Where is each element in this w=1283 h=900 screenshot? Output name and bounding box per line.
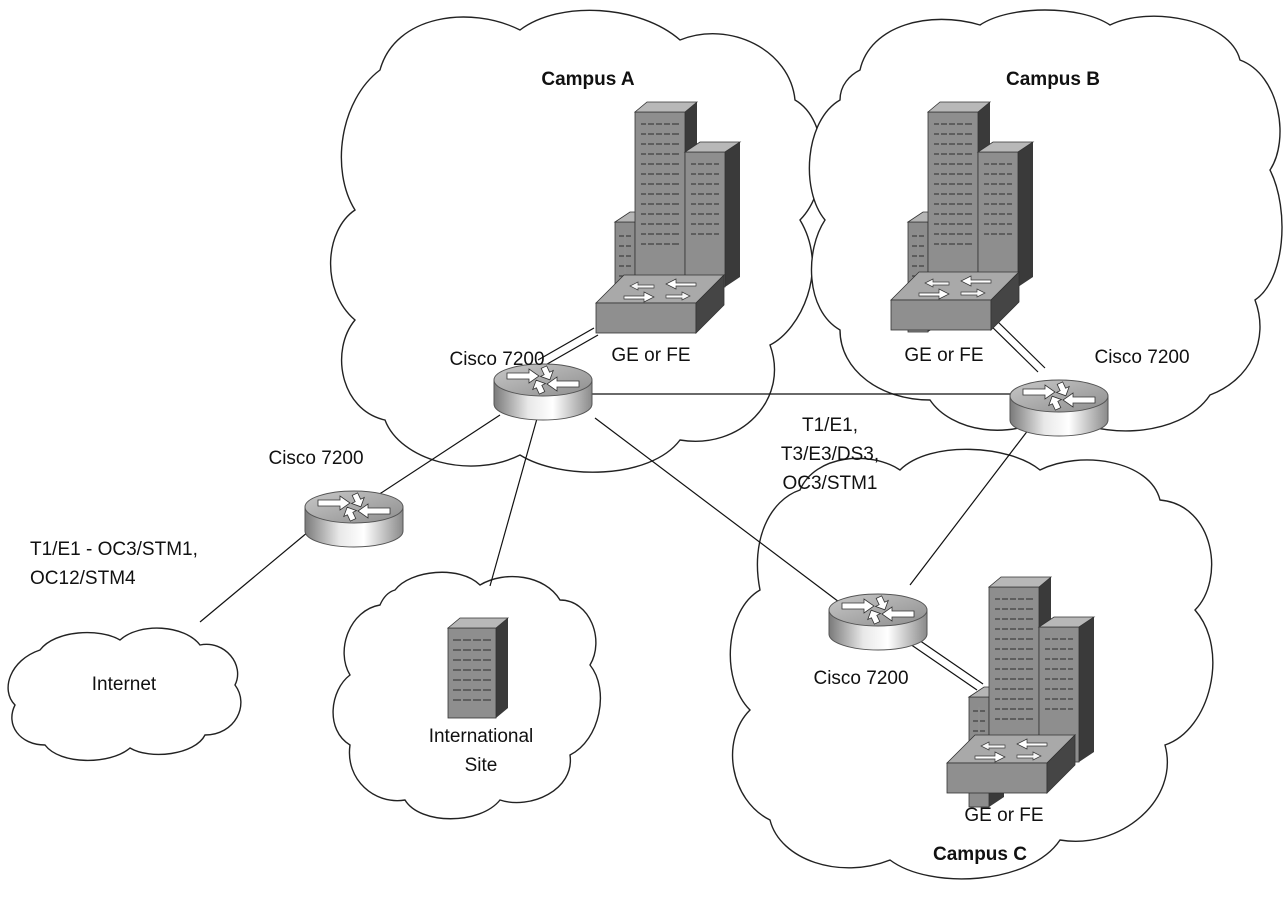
campus-c-router-icon[interactable] xyxy=(828,593,928,651)
switch-uplinks xyxy=(537,315,1046,691)
campus-b-router-icon[interactable] xyxy=(1009,379,1109,437)
edge-router-icon[interactable] xyxy=(304,490,404,548)
campus-a-router-icon[interactable] xyxy=(493,363,593,421)
campus-c-switch-label: GE or FE xyxy=(964,805,1043,826)
wan-link-label-line2: T3/E3/DS3, xyxy=(781,444,879,465)
campus-a-title: Campus A xyxy=(541,69,635,90)
internet-link-label-line2: OC12/STM4 xyxy=(30,568,136,589)
wan-links xyxy=(199,393,1033,623)
international-site-label-line1: International xyxy=(429,726,534,747)
wan-link-label-line1: T1/E1, xyxy=(802,415,858,436)
campus-c-cloud xyxy=(729,448,1214,880)
internet-label: Internet xyxy=(92,674,157,695)
campus-a-router-label: Cisco 7200 xyxy=(449,349,544,370)
edge-router-label: Cisco 7200 xyxy=(268,448,363,469)
campus-a-switch-label: GE or FE xyxy=(611,345,690,366)
campus-b-title: Campus B xyxy=(1006,69,1100,90)
campus-c-title: Campus C xyxy=(933,844,1027,865)
international-site-building-icon xyxy=(446,617,510,719)
campus-b-switch-label: GE or FE xyxy=(904,345,983,366)
wan-link-label-line3: OC3/STM1 xyxy=(782,473,877,494)
campus-c-switch-icon xyxy=(946,734,1076,794)
campus-b-switch-icon xyxy=(890,271,1020,331)
campus-b-router-label: Cisco 7200 xyxy=(1094,347,1189,368)
campus-a-switch-icon xyxy=(595,274,725,334)
internet-link-label-line1: T1/E1 - OC3/STM1, xyxy=(30,539,198,560)
campus-c-router-label: Cisco 7200 xyxy=(813,668,908,689)
internet-cloud xyxy=(7,627,242,762)
international-site-label-line2: Site xyxy=(465,755,498,776)
campus-a-cloud xyxy=(329,9,823,473)
